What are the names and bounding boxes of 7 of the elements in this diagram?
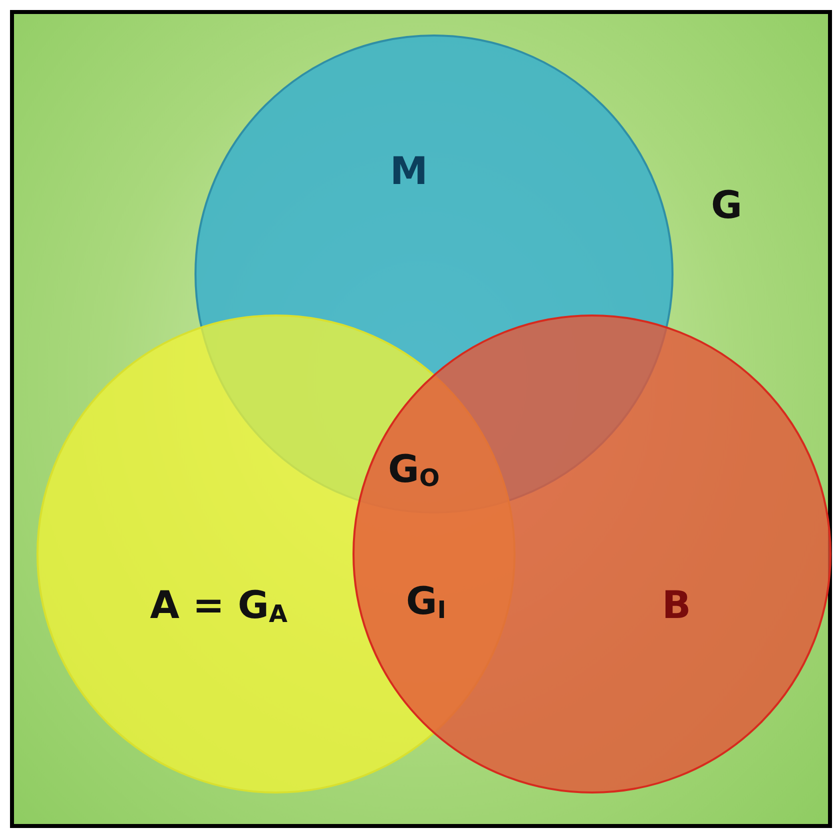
set-label: M <box>390 152 428 190</box>
set-label: A = G$_{A}$ <box>150 586 288 626</box>
region-label: G$_{O}$ <box>388 450 440 490</box>
universe-rectangle <box>10 10 832 828</box>
set-label: G <box>711 186 742 224</box>
set-label: B <box>662 586 691 624</box>
region-label: G$_{I}$ <box>406 582 446 622</box>
